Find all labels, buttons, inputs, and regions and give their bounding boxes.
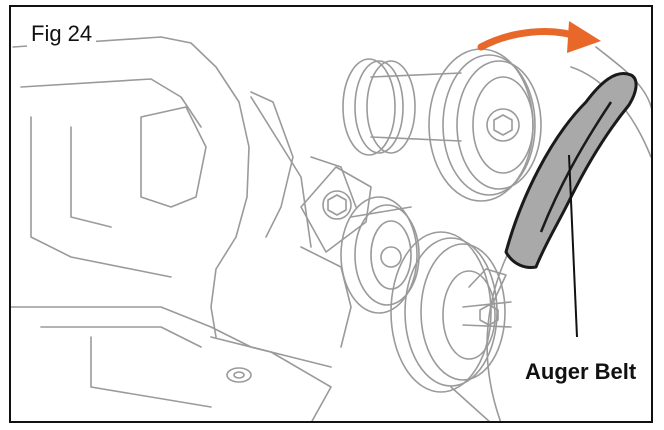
figure-frame: Fig 24 Auger Belt	[9, 5, 653, 423]
idler-bracket	[300, 166, 372, 253]
figure-number-label: Fig 24	[27, 21, 97, 47]
middle-pulley	[340, 196, 420, 314]
auger-belt-callout: Auger Belt	[523, 357, 639, 387]
upper-pulley	[342, 48, 542, 202]
rotation-direction-arrow-icon	[477, 21, 601, 53]
lower-pulley	[390, 231, 512, 393]
callout-leader-line	[568, 154, 578, 338]
auger-belt	[504, 72, 638, 269]
engine-housing	[11, 36, 357, 421]
technical-illustration	[11, 21, 651, 421]
